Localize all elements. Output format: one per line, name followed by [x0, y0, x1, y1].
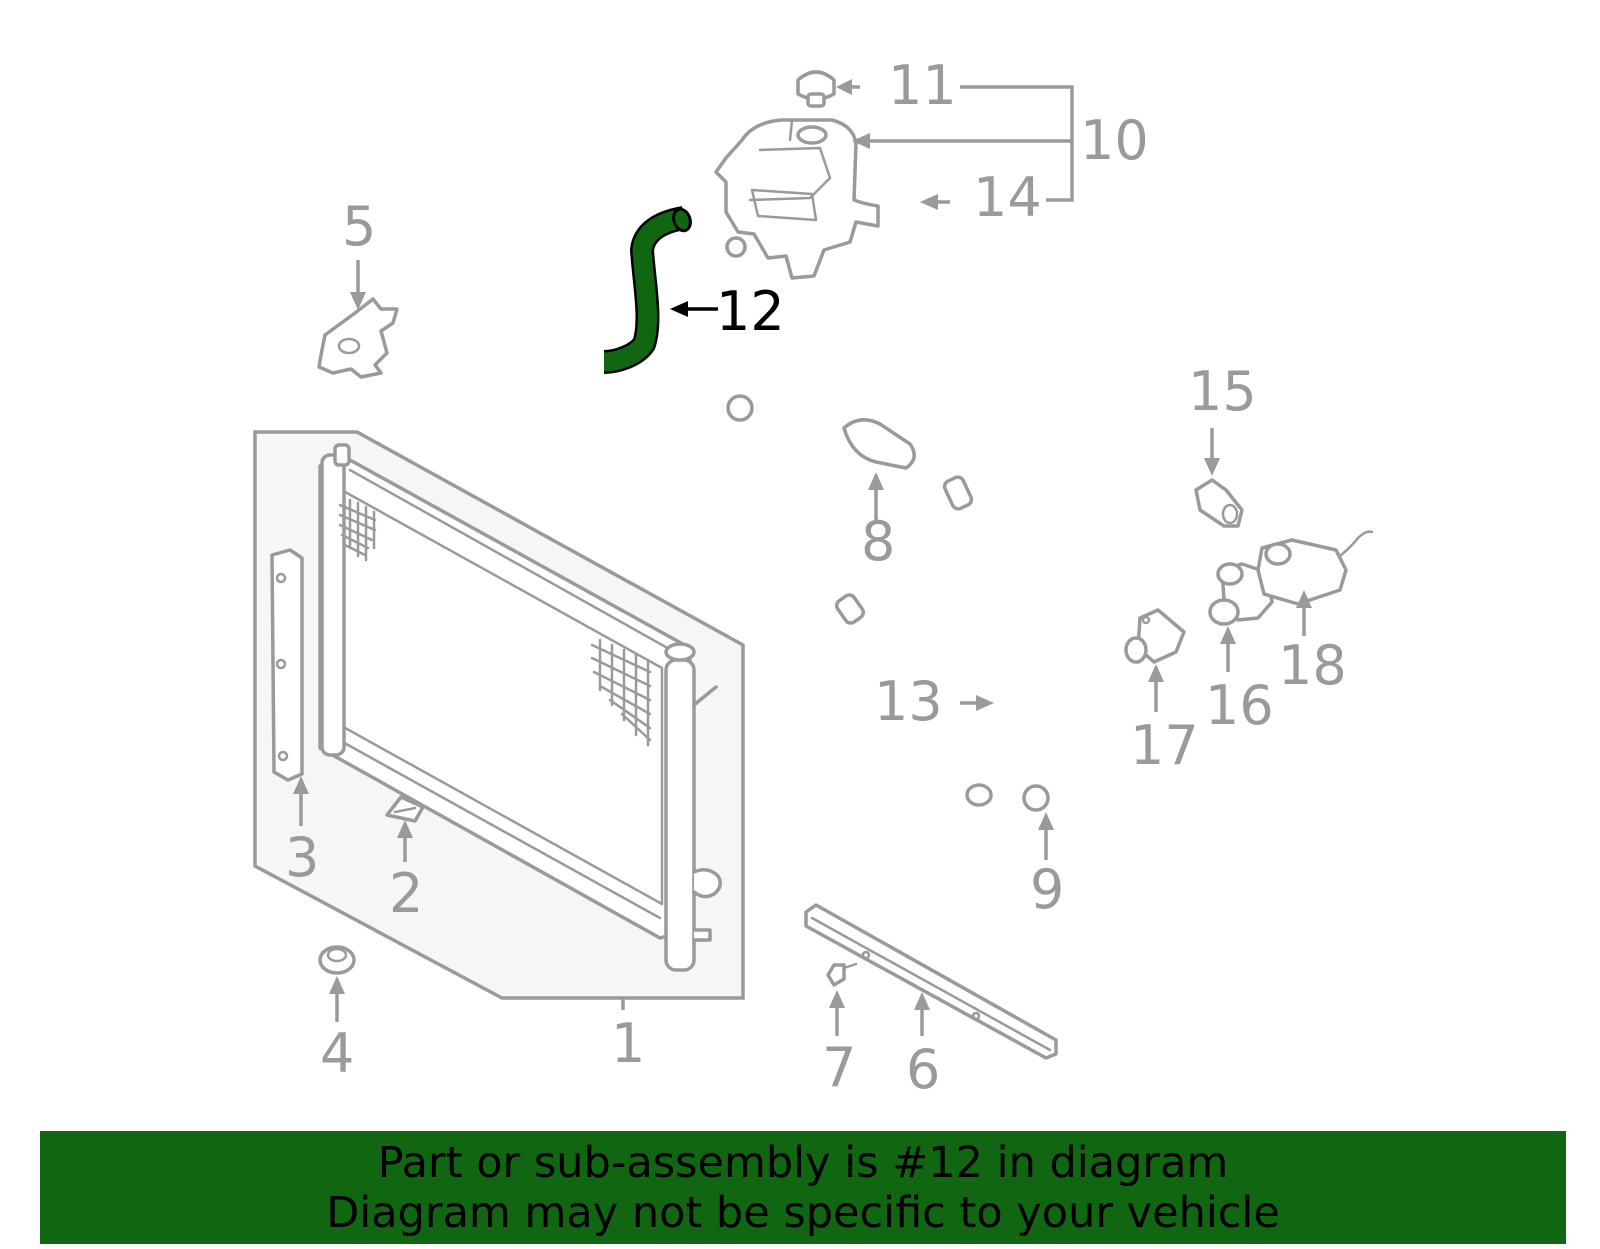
callout-6: 6	[906, 1038, 940, 1101]
part-11-cap[interactable]	[796, 70, 860, 108]
banner-line-disclaimer: Diagram may not be specific to your vehi…	[326, 1187, 1280, 1238]
callout-4: 4	[320, 1022, 354, 1085]
callout-9: 9	[1030, 858, 1064, 921]
callout-13: 13	[874, 670, 943, 733]
part-1-radiator-assembly[interactable]	[253, 430, 745, 1010]
part-6-lower-support[interactable]	[804, 903, 1058, 1060]
part-3-side-bracket[interactable]	[270, 548, 309, 826]
part-12-hose-highlighted[interactable]	[603, 206, 718, 374]
callout-10: 10	[1080, 109, 1149, 172]
callout-3: 3	[285, 826, 319, 889]
banner-line-part: Part or sub-assembly is #12 in diagram	[377, 1137, 1229, 1188]
part-8-upper-hose[interactable]	[726, 331, 1139, 524]
info-banner: Part or sub-assembly is #12 in diagram D…	[40, 1131, 1566, 1244]
part-4-grommet[interactable]	[318, 945, 356, 1022]
callout-1: 1	[611, 1012, 645, 1075]
radiator-mesh-right	[590, 638, 652, 747]
callout-5: 5	[342, 195, 376, 258]
radiator-mesh-left	[338, 498, 377, 562]
part-5-mount-bracket[interactable]	[317, 260, 399, 379]
callout-7: 7	[822, 1036, 856, 1099]
part-13-bypass-hose[interactable]	[782, 422, 1004, 807]
callout-bracket-10	[852, 85, 1074, 202]
callout-11: 11	[888, 54, 957, 117]
callout-8: 8	[861, 510, 895, 573]
callout-14: 14	[973, 166, 1042, 229]
callout-17: 17	[1130, 714, 1199, 777]
callout-16: 16	[1205, 674, 1274, 737]
part-9-lower-hose[interactable]	[1022, 655, 1079, 860]
part-10-reservoir-tank[interactable]	[714, 118, 880, 280]
radiator-left-tank	[320, 453, 346, 757]
callout-2: 2	[389, 862, 423, 925]
part-7-bolt[interactable]	[826, 962, 858, 1036]
part-18-water-pipe[interactable]	[1256, 530, 1374, 636]
part-15-sensor[interactable]	[1194, 428, 1244, 528]
callout-18: 18	[1278, 634, 1347, 697]
part-17-thermostat-housing[interactable]	[1124, 608, 1186, 712]
part-14-overflow-hose[interactable]	[888, 174, 950, 290]
radiator-right-tank	[664, 658, 696, 972]
callout-12: 12	[716, 280, 785, 343]
part-2-clip[interactable]	[385, 795, 425, 862]
callout-15: 15	[1188, 360, 1257, 423]
